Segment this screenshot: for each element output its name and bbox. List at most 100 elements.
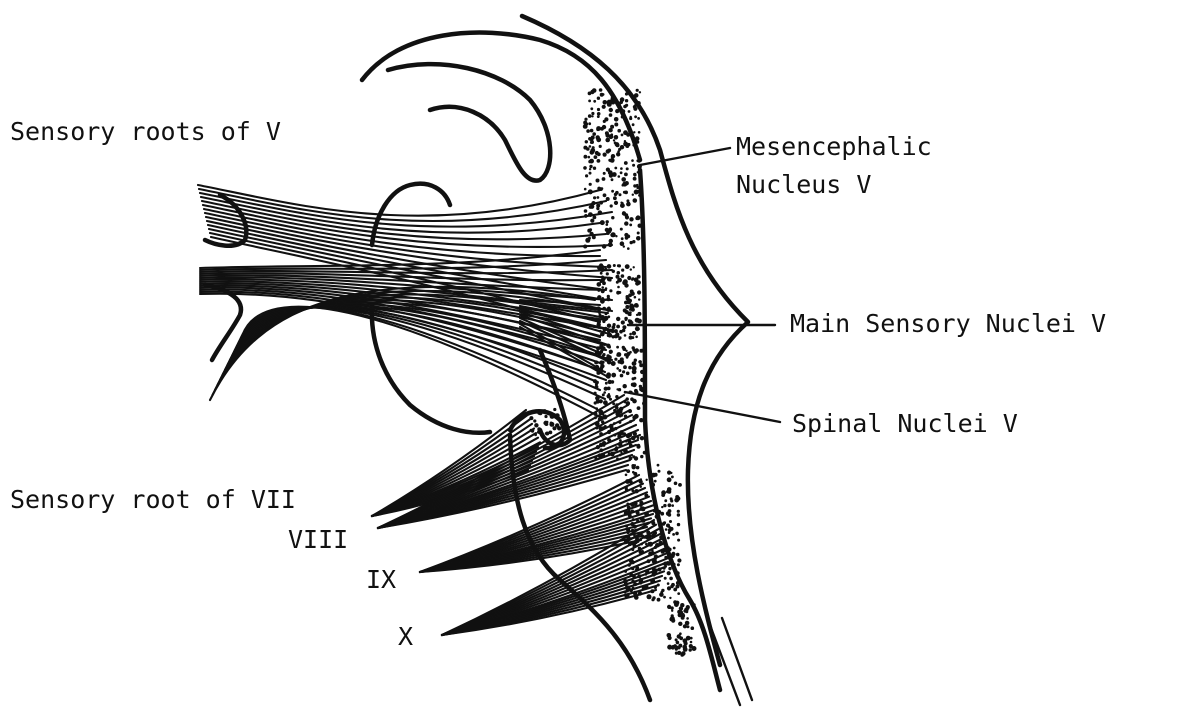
lower-nucleus-dot bbox=[627, 594, 630, 597]
spinal-nucleus-dot bbox=[595, 426, 598, 429]
main-sensory-nucleus-dot bbox=[635, 304, 639, 308]
mesencephalic-nucleus-dot bbox=[620, 203, 625, 208]
spinal-nucleus-dot bbox=[630, 397, 634, 401]
main-sensory-nucleus-dot bbox=[616, 325, 620, 329]
mesencephalic-nucleus-dot bbox=[589, 145, 592, 148]
lower-nucleus-dot bbox=[677, 513, 680, 516]
mesencephalic-nucleus-dot bbox=[617, 129, 621, 133]
mesencephalic-nucleus-dot bbox=[609, 227, 612, 230]
spinal-nucleus-dot bbox=[609, 424, 614, 429]
lower-nucleus-dot bbox=[634, 489, 638, 493]
lower-nucleus-dot bbox=[677, 651, 681, 655]
main-sensory-nucleus-dot bbox=[635, 278, 638, 281]
mesencephalic-nucleus-dot bbox=[636, 215, 641, 220]
mesencephalic-nucleus-dot bbox=[625, 145, 628, 148]
mesencephalic-nucleus-dot bbox=[626, 133, 630, 137]
mesencephalic-nucleus-dot bbox=[637, 171, 639, 173]
spinal-nucleus-dot bbox=[599, 448, 603, 452]
spinal-nucleus-dot bbox=[615, 446, 617, 448]
main-sensory-nucleus-dot bbox=[600, 315, 605, 320]
lower-nucleus-dot bbox=[667, 537, 670, 540]
mesencephalic-nucleus-dot bbox=[610, 204, 613, 207]
lower-nucleus-dot bbox=[667, 605, 671, 609]
spinal-nucleus-dot bbox=[603, 400, 608, 405]
main-sensory-nucleus-dot bbox=[609, 289, 612, 292]
spinal-nucleus-dot bbox=[629, 351, 632, 354]
mesencephalic-nucleus-dot bbox=[606, 220, 609, 223]
lower-nucleus-dot bbox=[626, 527, 630, 531]
lower-nucleus-dot bbox=[652, 560, 656, 564]
spinal-nucleus-dot bbox=[615, 403, 618, 406]
spinal-nucleus-dot bbox=[612, 402, 615, 405]
lower-nucleus-dot bbox=[631, 548, 634, 551]
mesencephalic-nucleus-dot bbox=[603, 193, 607, 197]
mesencephalic-nucleus-dot bbox=[605, 228, 609, 232]
spinal-nucleus-dot bbox=[602, 426, 605, 429]
lower-nucleus-dot bbox=[652, 572, 657, 577]
label-mesencephalic-line2: Nucleus V bbox=[736, 170, 871, 199]
lower-nucleus-dot bbox=[631, 464, 635, 468]
mesencephalic-nucleus-dot bbox=[636, 159, 639, 162]
mesencephalic-nucleus-dot bbox=[638, 194, 641, 197]
lower-nucleus-dot bbox=[633, 544, 637, 548]
main-sensory-nucleus-dot bbox=[602, 297, 604, 299]
spinal-nucleus-dot bbox=[609, 398, 612, 401]
mesencephalic-nucleus-dot bbox=[609, 239, 613, 243]
mesencephalic-nucleus-dot bbox=[614, 167, 617, 170]
mesencephalic-nucleus-dot bbox=[625, 181, 629, 185]
mesencephalic-nucleus-dot bbox=[585, 216, 587, 218]
main-sensory-nucleus-dot bbox=[607, 307, 610, 310]
lower-nucleus-dot bbox=[667, 582, 670, 585]
mesencephalic-nucleus-dot bbox=[597, 115, 600, 118]
spinal-nucleus-dot bbox=[595, 365, 600, 370]
mesencephalic-nucleus-dot bbox=[606, 223, 609, 226]
spinal-nucleus-dot bbox=[611, 361, 616, 366]
lower-nucleus-dot bbox=[668, 567, 671, 570]
lower-nucleus-dot bbox=[632, 587, 635, 590]
lower-nucleus-dot bbox=[640, 517, 644, 521]
main-sensory-nucleus-dot bbox=[625, 310, 629, 314]
mesencephalic-nucleus-dot bbox=[610, 99, 613, 102]
lower-nucleus-dot bbox=[654, 586, 657, 589]
mesencephalic-nucleus-dot bbox=[611, 190, 614, 193]
lower-nucleus-dot bbox=[683, 624, 687, 628]
main-sensory-nucleus-dot bbox=[638, 328, 640, 330]
cerebellar-hook bbox=[388, 64, 550, 181]
mesencephalic-nucleus-dot bbox=[630, 241, 633, 244]
mesencephalic-nucleus-dot bbox=[633, 177, 637, 181]
mesencephalic-nucleus-dot bbox=[583, 166, 587, 170]
lower-nucleus-dot bbox=[669, 520, 672, 523]
lower-nucleus-dot bbox=[651, 534, 656, 539]
spinal-nucleus-dot bbox=[595, 421, 600, 426]
main-sensory-nucleus-dot bbox=[603, 328, 607, 332]
mesencephalic-nucleus-dot bbox=[620, 97, 625, 102]
spinal-nucleus-dot bbox=[625, 350, 627, 352]
lower-nucleus-dot bbox=[664, 556, 667, 559]
lower-nucleus-dot bbox=[628, 563, 631, 566]
mesencephalic-nucleus-dot bbox=[621, 109, 626, 114]
main-sensory-nucleus-dot bbox=[630, 290, 634, 294]
main-sensory-nucleus-dot bbox=[605, 287, 608, 290]
spinal-nucleus-dot bbox=[640, 455, 643, 458]
lower-nucleus-dot bbox=[665, 528, 668, 531]
mesencephalic-nucleus-dot bbox=[589, 172, 592, 175]
spinal-nucleus-dot bbox=[633, 432, 637, 436]
mesencephalic-nucleus-dot bbox=[629, 224, 632, 227]
spinal-nucleus-dot bbox=[632, 455, 635, 458]
mesencephalic-nucleus-dot bbox=[620, 171, 623, 174]
spinal-nucleus-dot bbox=[639, 349, 643, 353]
lower-nucleus-dot bbox=[625, 474, 628, 477]
spinal-nucleus-dot bbox=[643, 451, 647, 455]
main-sensory-nucleus-dot bbox=[611, 329, 615, 333]
mesencephalic-nucleus-dot bbox=[631, 159, 634, 162]
pointer-spinal bbox=[625, 392, 780, 422]
mesencephalic-nucleus-dot bbox=[622, 211, 626, 215]
main-sensory-nucleus-dot bbox=[625, 265, 629, 269]
lower-nucleus-dot bbox=[638, 547, 641, 550]
spinal-nucleus-dot bbox=[639, 418, 643, 422]
mesencephalic-nucleus-dot bbox=[611, 133, 614, 136]
spinal-nucleus-dot bbox=[601, 346, 606, 351]
lower-nucleus-dot bbox=[686, 617, 689, 620]
lower-nucleus-dot bbox=[638, 591, 642, 595]
lower-nucleus-dot bbox=[673, 547, 676, 550]
